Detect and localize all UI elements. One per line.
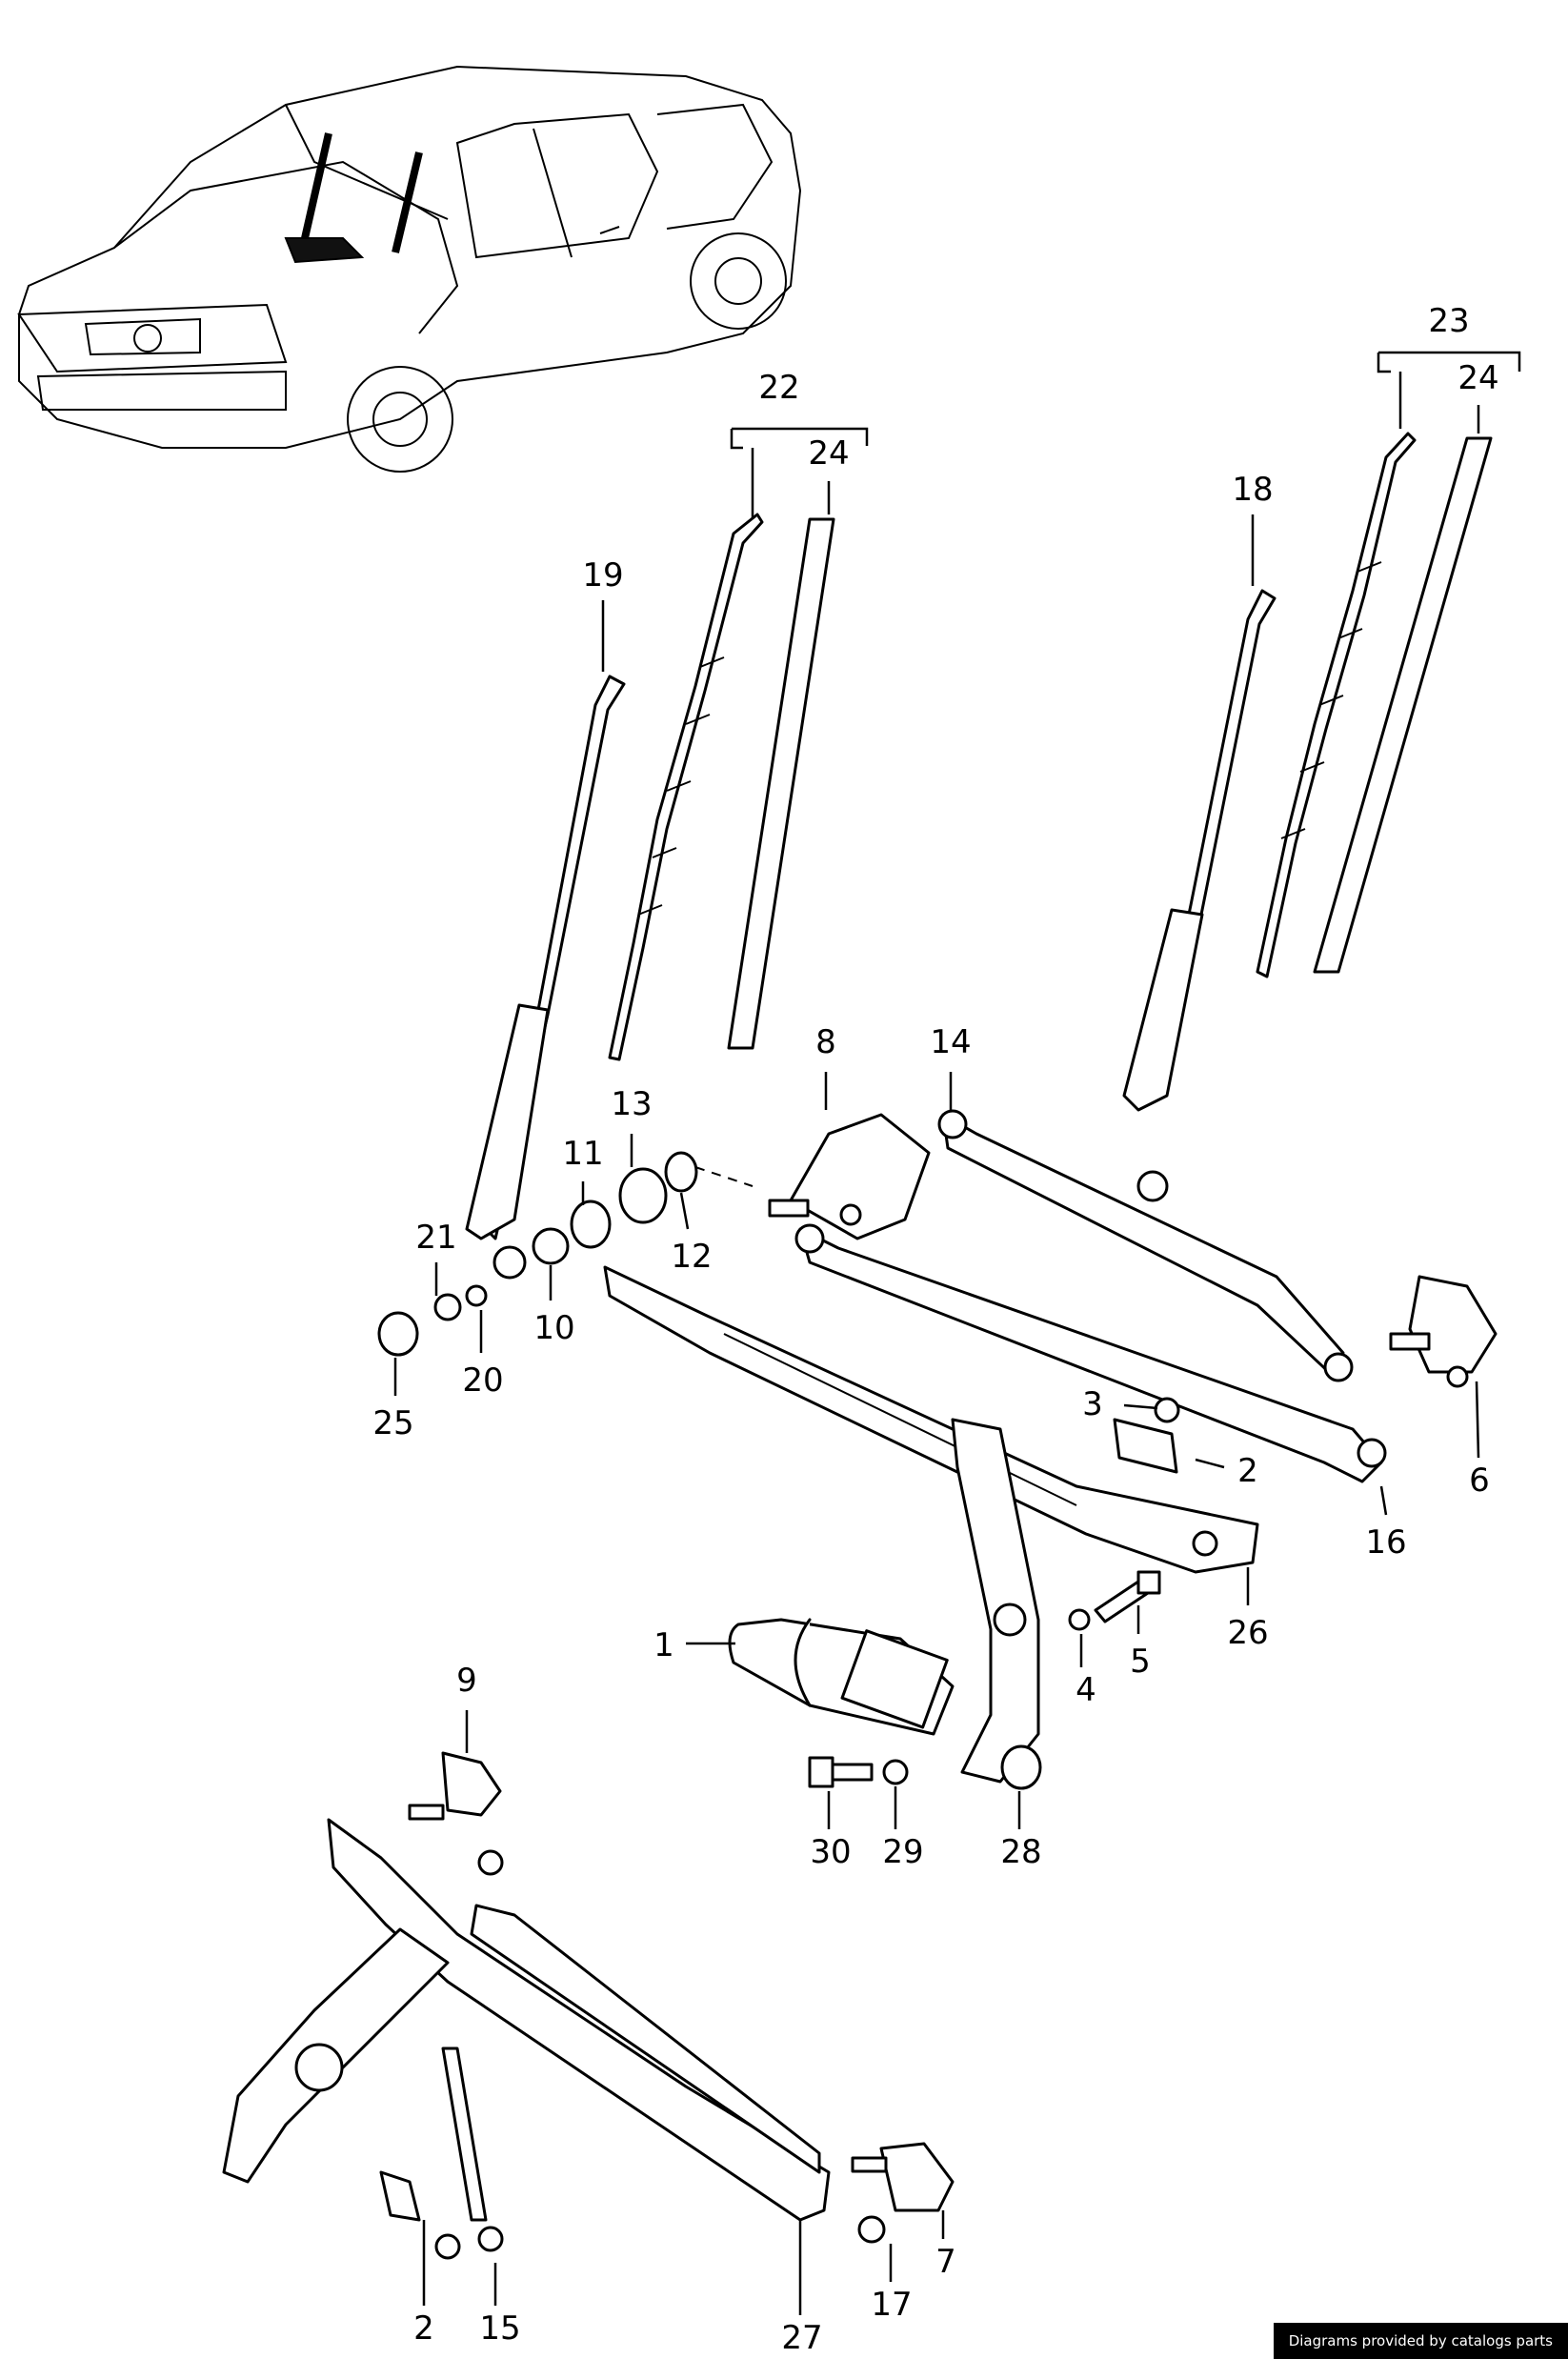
- callout-4: 4: [1075, 1671, 1096, 1709]
- washer-12: [664, 1151, 698, 1193]
- credit-badge: Diagrams provided by catalogs parts: [1273, 2323, 1568, 2359]
- right-wiper-arm: [1122, 589, 1277, 1202]
- crank-arm: [951, 1418, 1040, 1784]
- bushing-11: [570, 1200, 612, 1249]
- bolt-30: [808, 1756, 874, 1788]
- grommet-13: [618, 1167, 668, 1224]
- callout-17: 17: [871, 2286, 912, 2324]
- complete-linkage-27: [222, 1751, 955, 2260]
- bolt-5: [1094, 1570, 1161, 1623]
- callout-29: 29: [882, 1833, 923, 1871]
- right-blade-rubber-insert: [1313, 436, 1493, 974]
- nut-3: [1154, 1397, 1180, 1423]
- callout-11: 11: [562, 1135, 603, 1173]
- nut-10: [532, 1227, 570, 1265]
- link-rod-14: [937, 1109, 1354, 1382]
- callout-7: 7: [935, 2243, 956, 2281]
- callout-27: 27: [781, 2319, 822, 2357]
- callout-9: 9: [456, 1662, 477, 1700]
- leader-lines: [393, 351, 1521, 2315]
- pivot-bearing-right: [1389, 1275, 1498, 1388]
- washer-29: [882, 1759, 909, 1785]
- grommet-28: [1000, 1744, 1042, 1790]
- right-wiper-blade: [1256, 432, 1417, 978]
- washer-20: [465, 1284, 488, 1307]
- callout-10: 10: [533, 1309, 574, 1347]
- car-illustration: [17, 65, 802, 473]
- pivot-bearing-left: [768, 1113, 931, 1240]
- callout-28: 28: [1000, 1833, 1041, 1871]
- callout-12: 12: [671, 1238, 712, 1276]
- cap-25: [377, 1311, 419, 1357]
- frame-26: [603, 1265, 1259, 1574]
- left-blade-rubber-insert: [727, 517, 835, 1050]
- callout-15: 15: [479, 2309, 520, 2348]
- callout-1: 1: [653, 1626, 674, 1664]
- callout-2-lower: 2: [413, 2309, 434, 2348]
- washer-4: [1068, 1608, 1091, 1631]
- callout-18: 18: [1232, 471, 1273, 509]
- callout-24-left: 24: [808, 434, 849, 473]
- callout-13: 13: [611, 1085, 652, 1123]
- callout-21: 21: [415, 1219, 456, 1257]
- callout-14: 14: [930, 1023, 971, 1061]
- callout-2-upper: 2: [1237, 1452, 1258, 1490]
- callout-3: 3: [1082, 1385, 1103, 1423]
- callout-30: 30: [810, 1833, 851, 1871]
- callout-8: 8: [815, 1023, 836, 1061]
- callout-5: 5: [1130, 1643, 1151, 1681]
- nut-21: [433, 1293, 462, 1321]
- callout-26: 26: [1227, 1614, 1268, 1652]
- callout-22: 22: [758, 369, 799, 407]
- callout-16: 16: [1365, 1523, 1406, 1562]
- callout-24-right: 24: [1457, 359, 1498, 397]
- link-rod-16: [794, 1223, 1387, 1483]
- callout-6: 6: [1469, 1462, 1490, 1500]
- left-wiper-blade: [608, 513, 764, 1061]
- callout-23: 23: [1428, 302, 1469, 340]
- bracket-2: [1113, 1418, 1178, 1474]
- callout-20: 20: [462, 1361, 503, 1400]
- wiper-motor: [728, 1618, 955, 1736]
- callout-25: 25: [372, 1404, 413, 1442]
- left-wiper-arm: [465, 675, 626, 1280]
- callout-19: 19: [582, 556, 623, 595]
